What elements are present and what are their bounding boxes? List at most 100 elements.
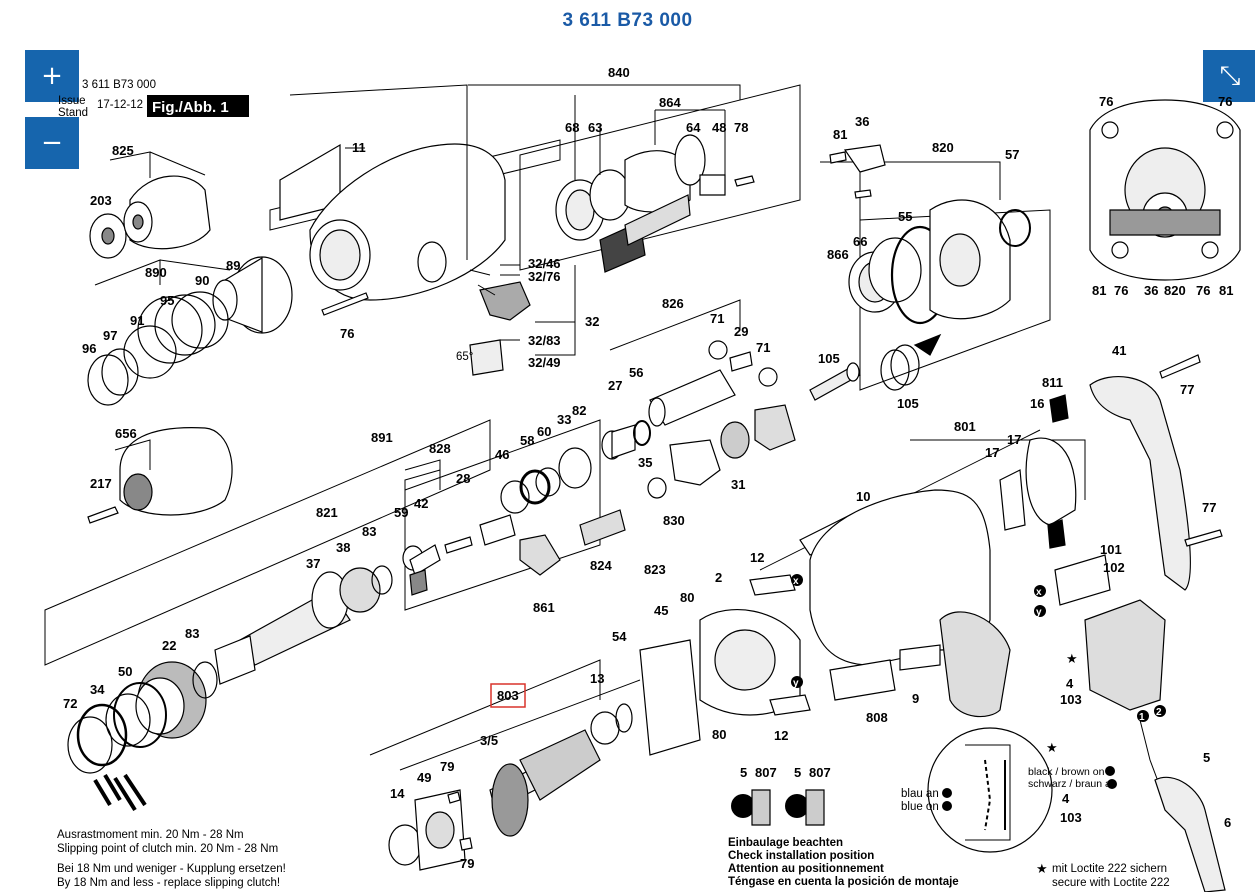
label-57: 57 — [1005, 147, 1019, 162]
label-890: 890 — [145, 265, 167, 280]
label-32-49: 32/49 — [528, 355, 561, 370]
label-76e: 76 — [1196, 283, 1210, 298]
intermediate-shaft-group — [601, 299, 796, 499]
label-864: 864 — [659, 95, 681, 110]
notes: Ausrastmoment min. 20 Nm - 28 Nm Slippin… — [57, 741, 1170, 889]
label-35: 35 — [638, 455, 652, 470]
label-28: 28 — [456, 471, 470, 486]
label-31: 31 — [731, 477, 745, 492]
label-6: 6 — [1224, 815, 1231, 830]
label-103a: 103 — [1060, 692, 1082, 707]
label-101: 101 — [1100, 542, 1122, 557]
note-slip-de: Ausrastmoment min. 20 Nm - 28 Nm — [57, 829, 244, 841]
label-55: 55 — [898, 209, 912, 224]
marker-y-housing: y — [793, 678, 799, 689]
label-91: 91 — [130, 313, 144, 328]
label-5a: 5 — [1203, 750, 1210, 765]
zoom-in-button[interactable]: + — [25, 50, 79, 102]
label-32-76: 32/76 — [528, 269, 561, 284]
label-80b: 80 — [712, 727, 726, 742]
label-36b: 36 — [1144, 283, 1158, 298]
label-4a: 4 — [1066, 676, 1074, 691]
label-79b: 79 — [460, 856, 474, 871]
note-black-en: black / brown on — [1028, 766, 1105, 778]
label-9: 9 — [912, 691, 919, 706]
label-77a: 77 — [1180, 382, 1194, 397]
fullscreen-button[interactable]: ⤡ — [1203, 50, 1255, 102]
label-68: 68 — [565, 120, 579, 135]
label-37: 37 — [306, 556, 320, 571]
label-50: 50 — [118, 664, 132, 679]
label-81c: 81 — [1219, 283, 1233, 298]
zoom-out-button[interactable]: − — [25, 117, 79, 169]
note-install-fr: Attention au positionnement — [728, 863, 884, 875]
label-76a: 76 — [340, 326, 354, 341]
label-72: 72 — [63, 696, 77, 711]
label-77b: 77 — [1202, 500, 1216, 515]
label-81: 81 — [833, 127, 847, 142]
label-41: 41 — [1112, 343, 1126, 358]
label-27: 27 — [608, 378, 622, 393]
note-loctite-en: secure with Loctite 222 — [1052, 877, 1170, 889]
label-105b: 105 — [897, 396, 919, 411]
label-33: 33 — [557, 412, 571, 427]
callout-11 — [289, 84, 468, 260]
label-96: 96 — [82, 341, 96, 356]
label-32: 32 — [585, 314, 599, 329]
brush-holder-group — [910, 394, 1086, 549]
marker-1-switch: 1 — [1139, 712, 1145, 723]
label-103b: 103 — [1060, 810, 1082, 825]
label-807a: 807 — [755, 765, 777, 780]
label-95: 95 — [160, 293, 174, 308]
marker-x-wire: x — [1036, 587, 1042, 598]
label-12a: 12 — [750, 550, 764, 565]
label-71a: 71 — [710, 311, 724, 326]
label-29: 29 — [734, 324, 748, 339]
label-17b: 17 — [1007, 432, 1021, 447]
star-loctite: ★ — [1036, 862, 1048, 877]
label-38: 38 — [336, 540, 350, 555]
label-59: 59 — [394, 505, 408, 520]
label-48: 48 — [712, 120, 726, 135]
marker-y-wire: y — [1036, 607, 1042, 618]
connector-markers: x y x y 1 2 ★ — [791, 574, 1166, 723]
note-slip-en: Slipping point of clutch min. 20 Nm - 28… — [57, 843, 278, 855]
star-switch: ★ — [1066, 652, 1078, 667]
label-14: 14 — [390, 786, 405, 801]
bearing-group — [468, 84, 801, 273]
label-826: 826 — [662, 296, 684, 311]
label-824: 824 — [590, 558, 612, 573]
label-56: 56 — [629, 365, 643, 380]
label-821: 821 — [316, 505, 338, 520]
star-detail: ★ — [1046, 741, 1058, 756]
chuck-assembly — [87, 151, 293, 524]
label-102: 102 — [1103, 560, 1125, 575]
label-83b: 83 — [185, 626, 199, 641]
label-79a: 79 — [440, 759, 454, 774]
label-5c: 5 — [794, 765, 801, 780]
note-install-es: Téngase en cuenta la posición de montaje — [728, 876, 959, 888]
label-830: 830 — [663, 513, 685, 528]
label-90: 90 — [195, 273, 209, 288]
label-89: 89 — [226, 258, 240, 273]
label-105a: 105 — [818, 351, 840, 366]
label-4b: 4 — [1062, 791, 1070, 806]
label-16: 16 — [1030, 396, 1044, 411]
part-labels: 825 203 890 95 90 89 96 97 91 656 217 11… — [63, 65, 1233, 871]
label-825: 825 — [112, 143, 134, 158]
label-45: 45 — [654, 603, 668, 618]
label-71b: 71 — [756, 340, 770, 355]
hammer-tube-group — [402, 419, 626, 611]
highlight-box-803 — [490, 683, 526, 708]
label-36: 36 — [855, 114, 869, 129]
note-loctite-de: mit Loctite 222 sichern — [1052, 863, 1167, 875]
spindle-group — [44, 419, 491, 812]
label-801: 801 — [954, 419, 976, 434]
label-866: 866 — [827, 247, 849, 262]
stator-group — [639, 574, 811, 756]
note-blue-de: blau an — [901, 788, 939, 800]
wiring-detail — [927, 727, 1053, 853]
label-823: 823 — [644, 562, 666, 577]
fullscreen-icon: ⤡ — [1219, 61, 1241, 91]
